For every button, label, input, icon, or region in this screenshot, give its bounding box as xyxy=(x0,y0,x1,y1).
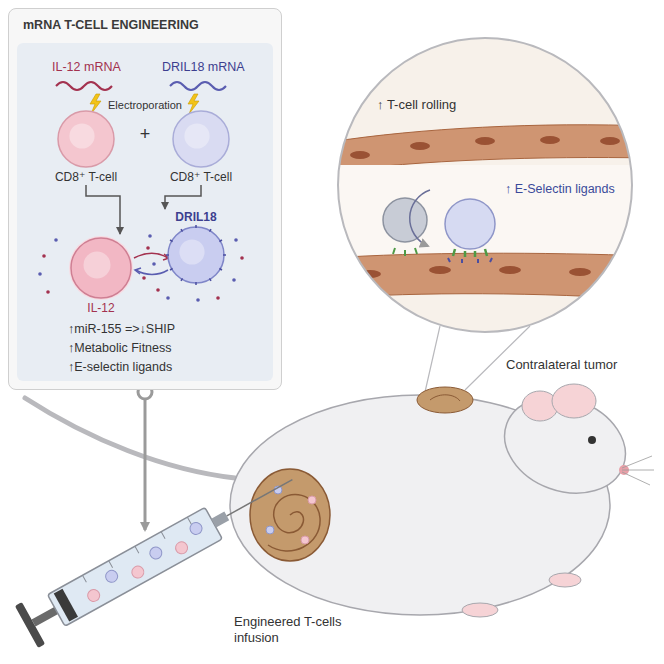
text-label: Engineered T-cells infusion xyxy=(234,614,364,647)
cell-symbol xyxy=(46,108,126,170)
panel-title: mRNA T-CELL ENGINEERING xyxy=(9,9,281,32)
text-label: DRIL18 mRNA xyxy=(162,60,245,74)
text-label: IL-12 mRNA xyxy=(52,60,121,74)
cell-label: CD8⁺ T-cell xyxy=(161,170,241,184)
t-cell: IL-12 xyxy=(61,235,141,315)
cell-symbol xyxy=(156,224,236,286)
merge-arrow xyxy=(86,185,120,234)
text-label: + xyxy=(135,124,155,145)
zoom-text: ↑ T-cell rolling xyxy=(377,97,456,112)
t-cell: CD8⁺ T-cell xyxy=(161,108,241,184)
zoom-circle: ↑ T-cell rolling ↑ E-Selectin ligands xyxy=(337,37,633,333)
text-label: Electroporation xyxy=(95,99,195,111)
t-cell: CD8⁺ T-cell xyxy=(46,108,126,184)
cell-symbol xyxy=(161,108,241,170)
text-label: ↑E-selectin ligands xyxy=(68,360,172,374)
cell-label: DRIL18 xyxy=(156,210,236,224)
text-label: ↑miR-155 =>↓SHIP xyxy=(68,322,175,336)
t-cell: DRIL18 xyxy=(156,210,236,286)
merge-arrow xyxy=(165,185,201,209)
cell-label: IL-12 xyxy=(61,301,141,315)
zoom-text: ↑ E-Selectin ligands xyxy=(505,182,615,196)
text-label: ↑Metabolic Fitness xyxy=(68,341,172,355)
cell-symbol xyxy=(61,235,141,301)
cell-label: CD8⁺ T-cell xyxy=(46,170,126,184)
text-label: Contralateral tumor xyxy=(506,357,617,372)
